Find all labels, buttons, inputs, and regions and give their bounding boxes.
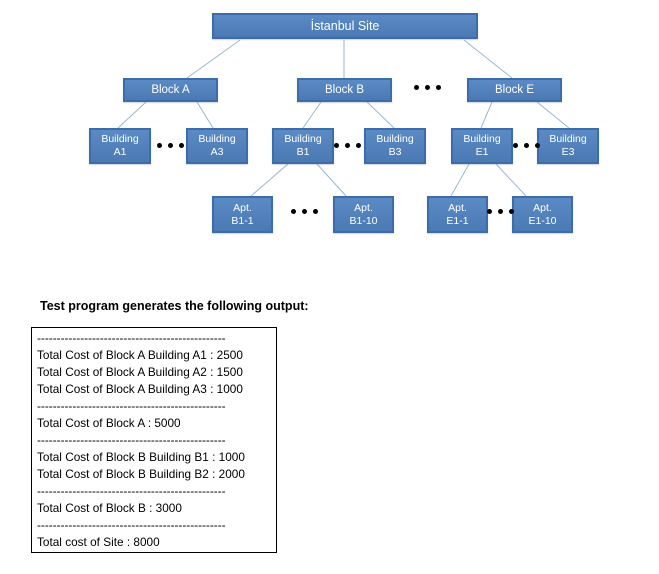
tree-node-istanbul-site: İstanbul Site [212, 13, 478, 39]
ellipsis-apts-e [487, 209, 514, 214]
apt-id-label: E1-10 [528, 214, 557, 227]
building-id-label: A3 [210, 146, 224, 158]
apt-id-label: B1-1 [231, 214, 254, 227]
output-divider: ----------------------------------------… [37, 399, 226, 413]
output-line: Total Cost of Block A Building A1 : 2500 [37, 348, 243, 362]
output-line: Total Cost of Block B Building B2 : 2000 [37, 467, 245, 481]
tree-node-building-e3: Building E3 [537, 128, 599, 164]
apt-type-label: Apt. [533, 201, 552, 214]
building-id-label: E1 [475, 146, 489, 158]
ellipsis-buildings-e [513, 143, 540, 148]
output-divider: ----------------------------------------… [37, 433, 226, 447]
apt-id-label: E1-1 [446, 214, 469, 227]
apt-type-label: Apt. [233, 201, 252, 214]
building-type-label: Building [284, 133, 322, 145]
output-divider: ----------------------------------------… [37, 331, 226, 345]
ellipsis-apts-b [291, 209, 318, 214]
ellipsis-blocks [414, 85, 441, 90]
tree-node-apt-b1-10: Apt. B1-10 [333, 196, 394, 233]
building-id-label: E3 [561, 146, 575, 158]
output-line: Total cost of Site : 8000 [37, 535, 160, 549]
output-line: Total Cost of Block B Building B1 : 1000 [37, 450, 245, 464]
output-line: Total Cost of Block A : 5000 [37, 416, 181, 430]
output-line: Total Cost of Block A Building A3 : 1000 [37, 382, 243, 396]
tree-node-building-b3: Building B3 [364, 128, 426, 164]
tree-node-building-a3: Building A3 [186, 128, 248, 164]
ellipsis-buildings-b [334, 143, 361, 148]
tree-node-apt-b1-1: Apt. B1-1 [212, 196, 273, 233]
tree-node-block-b: Block B [297, 78, 392, 102]
tree-node-building-a1: Building A1 [89, 128, 151, 164]
building-type-label: Building [198, 133, 236, 145]
apt-id-label: B1-10 [349, 214, 378, 227]
apt-type-label: Apt. [354, 201, 373, 214]
output-heading: Test program generates the following out… [40, 299, 309, 313]
building-id-label: B1 [296, 146, 310, 158]
output-line: Total Cost of Block B : 3000 [37, 501, 182, 515]
building-type-label: Building [549, 133, 587, 145]
tree-node-building-b1: Building B1 [272, 128, 334, 164]
building-id-label: A1 [113, 146, 127, 158]
output-line: Total Cost of Block A Building A2 : 1500 [37, 365, 243, 379]
ellipsis-buildings-a [157, 143, 184, 148]
tree-node-building-e1: Building E1 [451, 128, 513, 164]
output-box: ----------------------------------------… [31, 327, 277, 553]
tree-node-apt-e1-1: Apt. E1-1 [427, 196, 488, 233]
building-type-label: Building [101, 133, 139, 145]
building-type-label: Building [376, 133, 414, 145]
building-id-label: B3 [388, 146, 402, 158]
tree-node-block-a: Block A [123, 78, 218, 102]
building-type-label: Building [463, 133, 501, 145]
tree-node-apt-e1-10: Apt. E1-10 [512, 196, 573, 233]
output-divider: ----------------------------------------… [37, 484, 226, 498]
tree-node-block-e: Block E [467, 78, 562, 102]
output-divider: ----------------------------------------… [37, 518, 226, 532]
apt-type-label: Apt. [448, 201, 467, 214]
